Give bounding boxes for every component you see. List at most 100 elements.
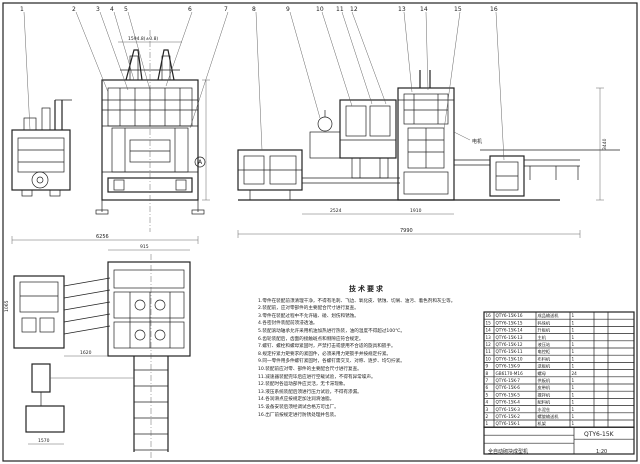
title-block — [483, 426, 635, 455]
bom-cell-no: 4 — [486, 400, 489, 405]
requirement-line: 4.各密封件装配前须浸透油。 — [258, 321, 318, 327]
title-name: 全自动砌块成型机 — [488, 448, 528, 455]
bom-cell-code: QTY6-15K-16 — [496, 313, 523, 318]
balloon-5: 5 — [124, 6, 151, 91]
balloon-14: 14 — [420, 6, 429, 91]
requirement-line: 15.设备安装后须经调试合格方可出厂。 — [258, 404, 339, 410]
requirement-line: 7.螺钉、螺栓和螺母紧固时，严禁打击或使用不合适的旋具和扳手。 — [258, 344, 396, 350]
balloon-2: 2 — [72, 6, 109, 93]
bom-cell-name: 送板机 — [538, 363, 551, 370]
bom-cell-code: QTY6-15K-11 — [496, 349, 523, 354]
bom-cell-name: 主机 — [538, 334, 547, 341]
requirement-line: 8.规定拧紧力矩要求的紧固件，必须采用力矩扳手并按规定拧紧。 — [258, 351, 392, 357]
bom-cell-name: 码垛机 — [538, 319, 551, 326]
bom-cell-name: 布料机 — [538, 355, 551, 362]
bom-cell-name: 电控柜 — [538, 348, 551, 355]
technical-requirements-lines: 1.零件在装配前须清理干净，不得有毛刺、飞边、氧化皮、锈蚀、切屑、油污、着色剂和… — [258, 298, 476, 420]
bom-cell-no: 16 — [486, 313, 492, 318]
bom-cell-code: QTY6-15K-10 — [496, 356, 523, 361]
bom-cell-name: 螺旋输送机 — [538, 413, 560, 420]
title-code: QTY6-15K — [584, 431, 615, 438]
bom-cell-code: QTY6-15K-9 — [496, 364, 521, 369]
bom-cell-name: 液压站 — [538, 341, 551, 348]
svg-text:6: 6 — [188, 6, 192, 13]
svg-text:1: 1 — [20, 6, 24, 13]
bom-cell-name: 皮带机 — [538, 384, 551, 391]
bom-cell-code: GB6170-M16 — [496, 371, 524, 376]
dim-1910: 1910 — [410, 208, 422, 214]
svg-text:8: 8 — [252, 6, 256, 13]
bom-cell-qty: 1 — [572, 328, 575, 333]
balloon-6: 6 — [165, 6, 193, 87]
balloon-12: 12 — [350, 6, 387, 105]
requirement-line: 6.齿轮装配后，齿面的接触斑点和侧隙应符合规定。 — [258, 336, 364, 342]
balloon-15: 15 — [443, 6, 462, 131]
balloon-8: 8 — [252, 6, 263, 151]
bom-cell-no: 1 — [486, 421, 489, 426]
svg-text:2: 2 — [72, 6, 76, 13]
bom-cell-name: 升板机 — [538, 327, 551, 334]
dim-3440: 3440 — [602, 138, 608, 150]
bom-cell-qty: 24 — [572, 371, 578, 376]
bom-cell-name: 搅拌机 — [538, 391, 551, 398]
bom-cell-no: 5 — [486, 392, 489, 397]
balloon-7: 7 — [189, 6, 229, 129]
bom-cell-qty: 1 — [572, 349, 575, 354]
bom-cell-qty: 1 — [572, 356, 575, 361]
bom-cell-no: 6 — [486, 385, 489, 390]
section-marker-circle — [194, 156, 206, 168]
balloon-11: 11 — [336, 6, 373, 105]
bom-cell-no: 7 — [486, 378, 489, 383]
balloon-3: 3 — [96, 6, 129, 91]
bom-cell-code: QTY6-15K-13 — [496, 335, 523, 340]
balloon-13: 13 — [398, 6, 413, 93]
bom-cell-qty: 1 — [572, 335, 575, 340]
svg-text:7: 7 — [224, 6, 228, 13]
bom-cell-code: QTY6-15K-4 — [496, 400, 521, 405]
svg-text:15: 15 — [454, 6, 462, 13]
requirement-line: 16.出厂前按规定进行防锈处理并包装。 — [258, 412, 339, 418]
bom-cell-qty: 1 — [572, 400, 575, 405]
requirement-line: 11.减速器装配完毕后应进行空载试验，不得有异常噪声。 — [258, 374, 376, 380]
bom-cell-qty: 1 — [572, 364, 575, 369]
bom-cell-no: 11 — [486, 349, 492, 354]
bom-cell-name: 供板机 — [538, 377, 551, 384]
bom-cell-code: QTY6-15K-14 — [496, 328, 523, 333]
svg-text:16: 16 — [490, 6, 498, 13]
bom-cell-code: QTY6-15K-12 — [496, 342, 523, 347]
plan-view — [13, 254, 191, 458]
bom-cell-name: 成品输送机 — [538, 312, 560, 319]
bom-cell-no: 3 — [486, 407, 489, 412]
requirement-line: 1.零件在装配前须清理干净，不得有毛刺、飞边、氧化皮、锈蚀、切屑、油污、着色剂和… — [258, 298, 456, 304]
bom-cell-no: 15 — [486, 320, 492, 325]
svg-text:14: 14 — [420, 6, 428, 13]
bom-cell-qty: 1 — [572, 392, 575, 397]
dim-1620: 1620 — [80, 350, 92, 356]
svg-text:13: 13 — [398, 6, 406, 13]
front-elevation-view: A — [11, 30, 210, 232]
balloon-9: 9 — [286, 6, 321, 119]
requirement-line: 10.装配前应对零、部件的主要配合尺寸进行复查。 — [258, 366, 362, 372]
bom-cell-no: 8 — [486, 371, 489, 376]
dim-2524: 2524 — [330, 208, 342, 214]
svg-text:10: 10 — [316, 6, 324, 13]
dimensions: 6256 1594.8(±0.8) 7990 2524 1910 915 162… — [4, 36, 608, 445]
bom-cell-qty: 1 — [572, 421, 575, 426]
dim-1065: 1065 — [4, 300, 10, 312]
bom-cell-code: QTY6-15K-2 — [496, 414, 521, 419]
bom-cell-no: 10 — [486, 356, 492, 361]
requirement-line: 5.装配滚动轴承允许采用机油加热进行热装，油的温度不得超过100℃。 — [258, 328, 405, 334]
bom-cell-code: QTY6-15K-15 — [496, 320, 523, 325]
bom-cell-code: QTY6-15K-3 — [496, 407, 521, 412]
requirement-line: 13.液压系统装配后须进行压力试验，不得有渗漏。 — [258, 389, 362, 395]
